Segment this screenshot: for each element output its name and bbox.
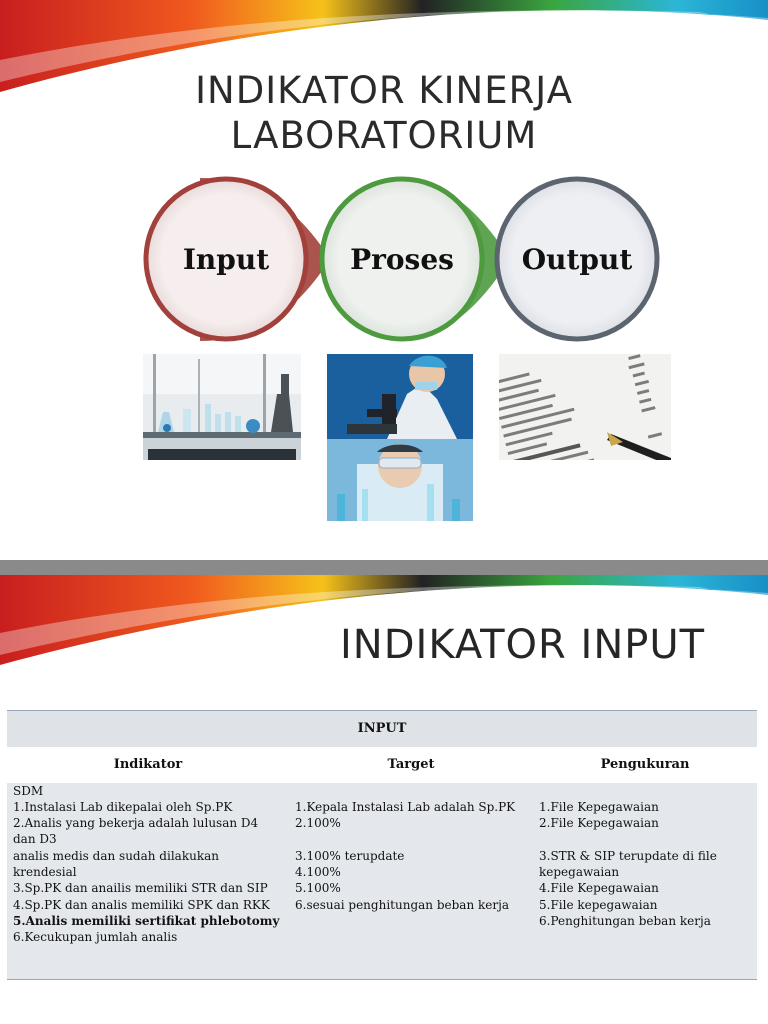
slide-title: INDIKATOR KINERJA LABORATORIUM bbox=[0, 68, 768, 158]
list-item: 5.Analis memiliki sertifikat phlebotomy bbox=[13, 913, 280, 928]
input-label: Input bbox=[183, 243, 269, 276]
list-item bbox=[295, 783, 527, 799]
header-indikator: Indikator bbox=[113, 757, 183, 772]
table-row: SDM 1.Instalasi Lab dikepalai oleh Sp.PK… bbox=[7, 782, 757, 980]
list-item: 5.File kepegawaian bbox=[539, 897, 658, 912]
list-item bbox=[539, 783, 751, 799]
rainbow-swoosh-decoration bbox=[0, 575, 768, 665]
title-line-2: LABORATORIUM bbox=[230, 114, 538, 157]
lab-report-photo bbox=[499, 354, 671, 460]
list-item: 3.100% terupdate bbox=[295, 848, 405, 863]
list-item: 3.Sp.PK dan anailis memiliki STR dan SIP bbox=[13, 881, 268, 896]
list-item: 2.100% bbox=[295, 816, 341, 831]
laboratory-glassware-photo bbox=[143, 354, 301, 460]
proses-circle bbox=[319, 176, 485, 342]
list-item: SDM bbox=[13, 783, 44, 798]
list-item: 1.Instalasi Lab dikepalai oleh Sp.PK bbox=[13, 799, 233, 814]
scientist-microscope-photo bbox=[327, 354, 473, 521]
target-cell: 1.Kepala Instalasi Lab adalah Sp.PK 2.10… bbox=[289, 783, 533, 980]
list-item: 3.STR & SIP terupdate di file kepegawaia… bbox=[539, 848, 721, 879]
indikator-input-table: INPUT Indikator Target Pengukuran SDM 1.… bbox=[7, 710, 757, 980]
table-header-row: Indikator Target Pengukuran bbox=[7, 746, 757, 783]
list-item: analis medis dan sudah dilakukan krendes… bbox=[13, 848, 223, 879]
indikator-cell: SDM 1.Instalasi Lab dikepalai oleh Sp.PK… bbox=[7, 783, 289, 980]
header-pengukuran: Pengukuran bbox=[600, 757, 690, 772]
table-caption-row: INPUT bbox=[7, 710, 757, 747]
input-circle bbox=[143, 176, 309, 342]
list-item bbox=[295, 831, 527, 847]
list-item: 1.File Kepegawaian bbox=[539, 799, 659, 814]
list-item: 2.File Kepegawaian bbox=[539, 816, 659, 831]
slide-indikator-input: INDIKATOR INPUT INPUT Indikator Target P… bbox=[0, 575, 768, 1024]
header-target: Target bbox=[387, 757, 435, 772]
slide-indikator-kinerja: INDIKATOR KINERJA LABORATORIUM Input Pro… bbox=[0, 0, 768, 560]
proses-label: Proses bbox=[350, 243, 454, 276]
list-item: 1.Kepala Instalasi Lab adalah Sp.PK bbox=[295, 799, 516, 814]
title-line-1: INDIKATOR KINERJA bbox=[195, 69, 573, 112]
list-item bbox=[539, 831, 751, 847]
list-item: 4.Sp.PK dan analis memiliki SPK dan RKK bbox=[13, 897, 270, 912]
list-item: 5.100% bbox=[295, 881, 341, 896]
slide-title: INDIKATOR INPUT bbox=[340, 622, 706, 668]
list-item: 4.100% bbox=[295, 864, 341, 879]
list-item: 6.Kecukupan jumlah analis bbox=[13, 930, 178, 945]
list-item: 2.Analis yang bekerja adalah lulusan D4 … bbox=[13, 816, 262, 847]
input-proses-output-diagram: Input Proses Output bbox=[143, 176, 660, 342]
output-label: Output bbox=[522, 243, 633, 276]
list-item: 6.Penghitungan beban kerja bbox=[539, 913, 711, 928]
list-item: 6.sesuai penghitungan beban kerja bbox=[295, 897, 509, 912]
rainbow-swoosh-decoration bbox=[0, 0, 768, 92]
output-circle bbox=[494, 176, 660, 342]
pengukuran-cell: 1.File Kepegawaian 2.File Kepegawaian 3.… bbox=[533, 783, 757, 980]
list-item: 4.File Kepegawaian bbox=[539, 881, 659, 896]
table-caption: INPUT bbox=[357, 721, 407, 737]
